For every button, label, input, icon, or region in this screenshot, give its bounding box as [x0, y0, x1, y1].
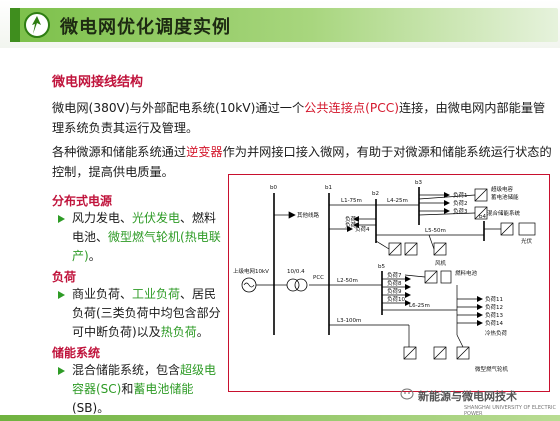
load1-label: 负荷1 — [453, 191, 468, 199]
text: 和 — [121, 382, 134, 396]
paragraph-pcc: 微电网(380V)与外部配电系统(10kV)通过一个公共连接点(PCC)连接，由… — [52, 98, 552, 138]
load7-label: 负荷7 — [387, 271, 402, 279]
watermark-text: 新能源与微电网技术 — [418, 390, 517, 403]
bus-b4-label: b4 — [479, 214, 486, 220]
text: 、居民负荷(三类负荷中均包含部分可中断负荷)以及 — [72, 287, 221, 339]
text: 。 — [196, 325, 209, 339]
load9-label: 负荷9 — [387, 287, 402, 295]
text: 、燃料电池、 — [72, 211, 217, 244]
section-loads: 负荷 — [52, 270, 77, 284]
text: 风力发电、 — [72, 211, 133, 225]
text: 连接，由微电网内部能量管理系统负责其运行及管理。 — [52, 101, 546, 135]
section-storage: 储能系统 — [52, 346, 101, 360]
battery-label: 蓄电池储能 — [491, 193, 519, 201]
pv-label: 光伏 — [521, 237, 533, 245]
text: 混合储能系统，包含 — [72, 363, 181, 377]
highlight-inverter: 逆变器 — [186, 145, 223, 159]
bullet-generation: 风力发电、光伏发电、燃料电池、微型燃气轮机(热电联产)。 — [52, 209, 226, 266]
logo-icon — [24, 12, 50, 38]
grid-label: 上级电网10kV — [233, 267, 269, 275]
wechat-icon — [400, 388, 414, 400]
load13-label: 负荷13 — [485, 311, 503, 319]
other-lines-label: 其他线路 — [297, 211, 320, 219]
line-l2-label: L2-50m — [337, 278, 358, 284]
text: 商业负荷、 — [72, 287, 133, 301]
highlight-turbine: 微型燃气轮机(热电联产) — [72, 230, 221, 263]
transformer-label: 10/0.4 — [287, 269, 305, 275]
highlight-heat: 热负荷 — [160, 325, 197, 339]
highlight-supercap: 超级电容器(SC) — [72, 363, 217, 396]
text: (SB)。 — [72, 401, 110, 415]
header-bar — [10, 8, 558, 42]
hybrid-storage-label: 混合储能系统 — [487, 209, 521, 217]
footer-bar — [0, 415, 560, 421]
line-l6-label: L6-25m — [409, 303, 430, 309]
paragraph-inverter: 各种微源和储能系统通过逆变器作为并网接口接入微网，有助于对微源和储能系统运行状态… — [52, 142, 552, 182]
section-distributed-generation: 分布式电源 — [52, 194, 113, 208]
load8-label: 负荷8 — [387, 279, 402, 287]
highlight-pv: 光伏发电 — [132, 211, 181, 225]
header-accent — [10, 8, 20, 42]
line-l5-label: L5-50m — [425, 228, 446, 234]
microgrid-wiring-diagram: b0 b1 b2 b3 b4 b5 — [228, 174, 550, 392]
line-l4-label: L4-25m — [387, 198, 408, 204]
cold-load-label: 冷热负荷 — [485, 329, 508, 337]
bus-b0-label: b0 — [270, 185, 277, 191]
super-cap-label: 超级电容 — [491, 185, 514, 193]
transformer-icon — [286, 278, 300, 292]
load5-label: 负荷5 — [345, 215, 360, 223]
wind-label: 风机 — [435, 259, 447, 267]
bullet-storage: 混合储能系统，包含超级电容器(SC)和蓄电池储能 (SB)。 — [52, 361, 226, 418]
load2-label: 负荷2 — [453, 199, 468, 207]
bullet-loads: 商业负荷、工业负荷、居民负荷(三类负荷中均包含部分可中断负荷)以及热负荷。 — [52, 285, 226, 342]
load10-label: 负荷10 — [387, 295, 405, 303]
section-heading: 微电网接线结构 — [52, 75, 144, 90]
text: 各种微源和储能系统通过 — [52, 145, 187, 159]
pcc-label: PCC — [313, 275, 324, 281]
highlight-industrial: 工业负荷 — [132, 287, 181, 301]
load6-label: 负荷6 — [345, 221, 360, 229]
text: 微电网(380V)与外部配电系统(10kV)通过一个 — [52, 101, 305, 115]
slide-title: 微电网优化调度实例 — [60, 17, 231, 38]
bus-b2-label: b2 — [372, 191, 379, 197]
load11-label: 负荷11 — [485, 295, 503, 303]
line-l3-label: L3-100m — [337, 318, 361, 324]
bus-b5-label: b5 — [378, 264, 385, 270]
load4-label: 负荷4 — [355, 225, 370, 233]
text: 。 — [88, 249, 101, 263]
component-list: 分布式电源 风力发电、光伏发电、燃料电池、微型燃气轮机(热电联产)。 负荷 商业… — [52, 190, 226, 418]
footer-university: SHANGHAI UNIVERSITY OF ELECTRIC POWER — [464, 405, 556, 417]
line-l1-label: L1-75m — [341, 198, 362, 204]
fuel-cell-label: 燃料电池 — [455, 269, 478, 277]
load14-label: 负荷14 — [485, 319, 503, 327]
highlight-pcc: 公共连接点(PCC) — [304, 101, 399, 115]
text: 作为并网接口接入微网，有助于对微源和储能系统运行状态的控制，提高供电质量。 — [52, 145, 552, 179]
highlight-battery: 蓄电池储能 — [133, 382, 194, 396]
bus-b3-label: b3 — [415, 180, 422, 186]
load12-label: 负荷12 — [485, 303, 503, 311]
load3-label: 负荷3 — [453, 207, 468, 215]
bus-b1-label: b1 — [325, 185, 332, 191]
micro-turbine-label: 微型燃气轮机 — [475, 365, 509, 373]
